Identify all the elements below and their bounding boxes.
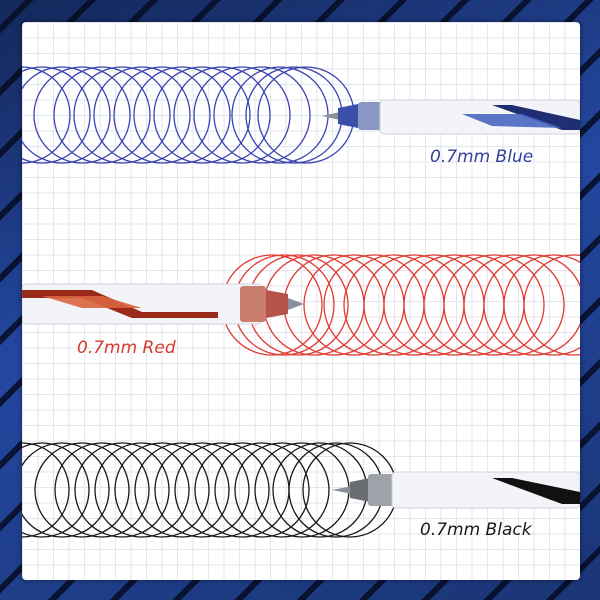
black-ink-loops [22, 442, 398, 538]
black-pen-label: 0.7mm Black [420, 520, 532, 540]
blue-pen-label: 0.7mm Blue [430, 147, 534, 167]
grid-paper-card: 0.7mm Blue 0.7mm Red 0.7mm Black [22, 22, 580, 580]
red-pen-label: 0.7mm Red [77, 338, 176, 358]
blue-ink-loops [22, 66, 355, 164]
black-pen [332, 471, 580, 509]
ink-swirl-illustration [22, 66, 580, 538]
red-pen [22, 283, 304, 325]
blue-pen [322, 99, 580, 135]
